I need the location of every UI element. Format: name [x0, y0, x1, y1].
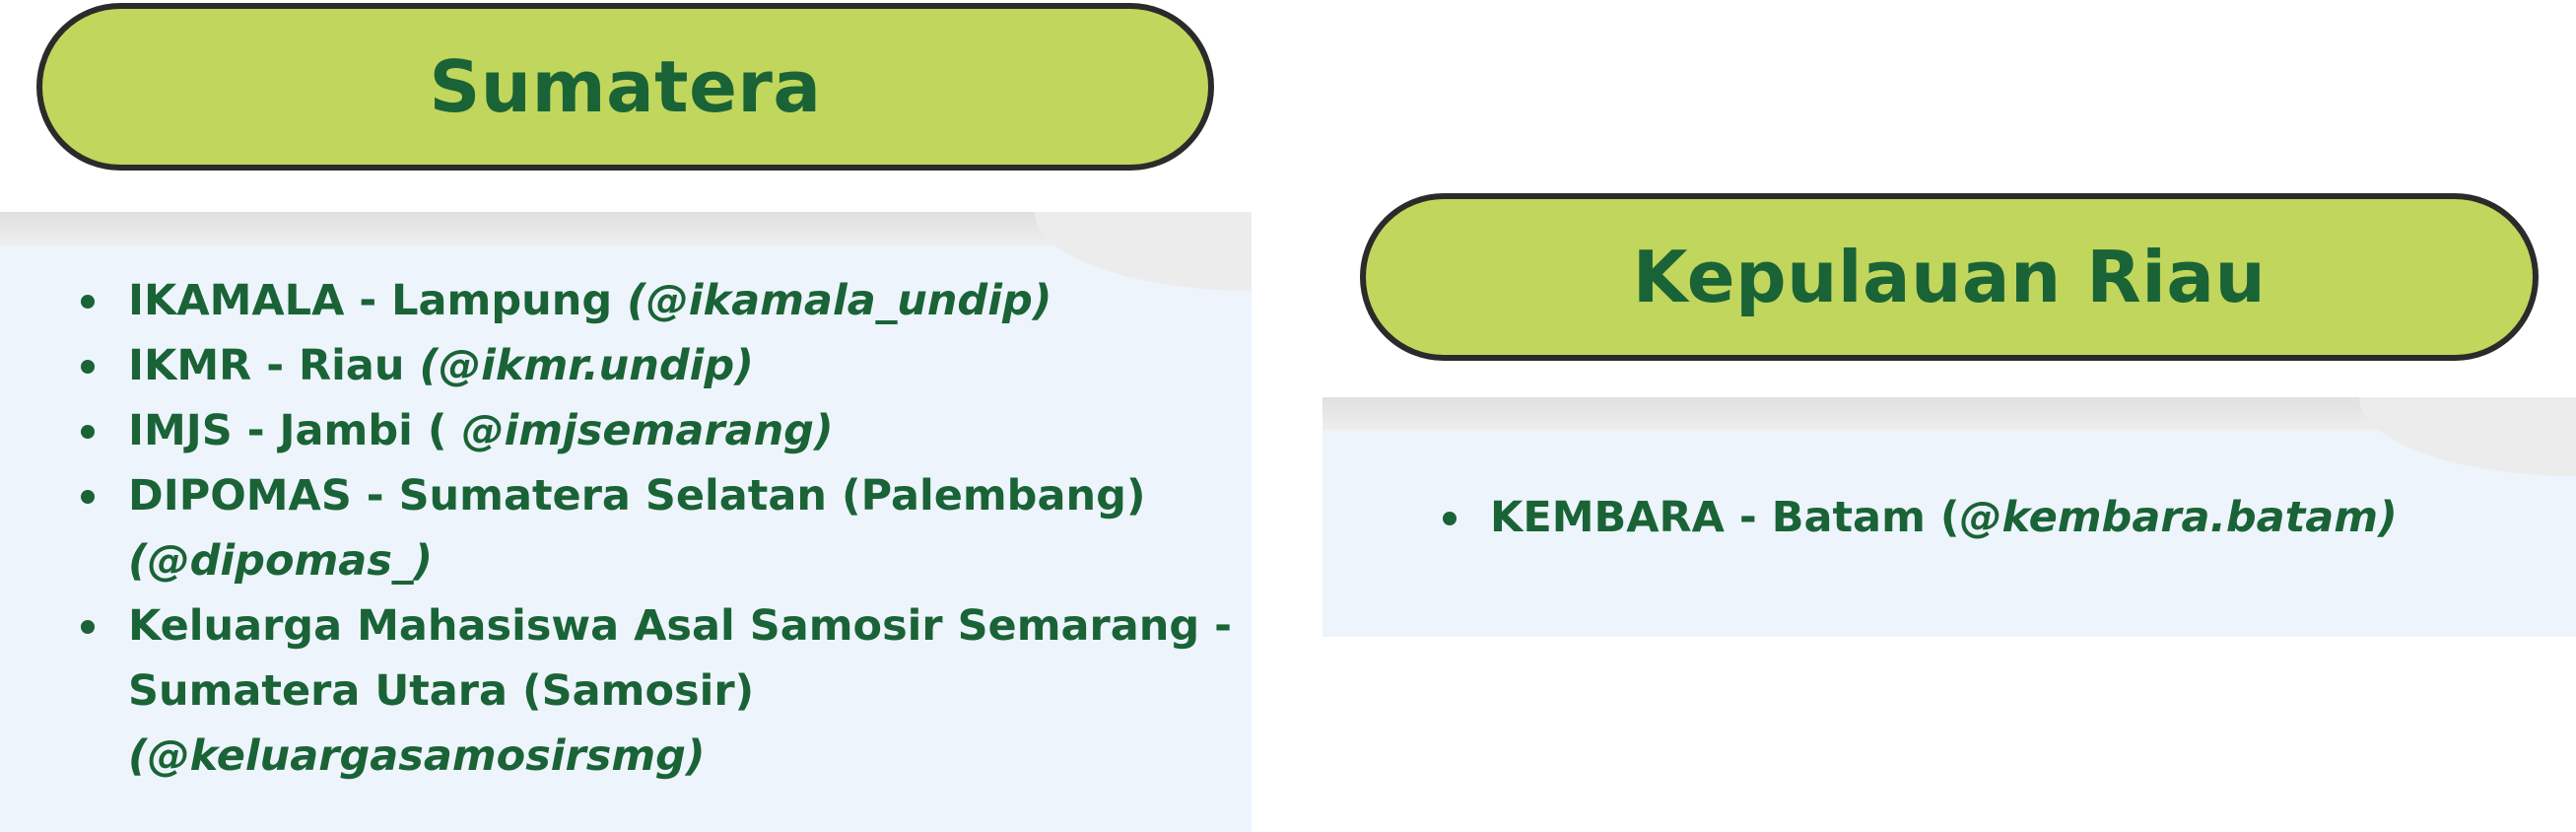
org-name: DIPOMAS - Sumatera Selatan (Palembang) — [128, 471, 1146, 520]
region-title: Kepulauan Riau — [1632, 236, 2267, 318]
instagram-handle: (@ikamala_undip) — [627, 276, 1052, 325]
instagram-handle: @imjsemarang) — [461, 406, 834, 455]
instagram-handle: (@keluargasamosirsmg) — [128, 731, 706, 781]
list-item: IMJS - Jambi ( @imjsemarang) — [81, 398, 1254, 463]
org-name: IMJS - Jambi ( — [128, 406, 462, 455]
region-card-kepulauan-riau — [1322, 397, 2576, 637]
organization-list-kepulauan-riau: KEMBARA - Batam (@kembara.batam) — [1443, 485, 2546, 550]
region-title: Sumatera — [429, 45, 822, 128]
organization-list-sumatera: IKAMALA - Lampung (@ikamala_undip) IKMR … — [81, 268, 1254, 789]
list-item: Keluarga Mahasiswa Asal Samosir Semarang… — [81, 593, 1254, 789]
instagram-handle: (@ikmr.undip) — [419, 341, 754, 390]
instagram-handle: (@dipomas_) — [128, 536, 434, 586]
instagram-handle: @kembara.batam) — [1959, 493, 2398, 542]
region-header-kepulauan-riau: Kepulauan Riau — [1360, 193, 2539, 361]
list-item: IKMR - Riau (@ikmr.undip) — [81, 333, 1254, 398]
list-item: DIPOMAS - Sumatera Selatan (Palembang) (… — [81, 463, 1254, 593]
org-name: Keluarga Mahasiswa Asal Samosir Semarang… — [128, 601, 1232, 716]
region-card-sumatera — [0, 212, 1252, 832]
org-name: KEMBARA - Batam ( — [1490, 493, 1960, 542]
list-item: IKAMALA - Lampung (@ikamala_undip) — [81, 268, 1254, 333]
org-name: IKAMALA - Lampung — [128, 276, 628, 325]
card-body — [1322, 431, 2576, 637]
list-item: KEMBARA - Batam (@kembara.batam) — [1443, 485, 2546, 550]
region-header-sumatera: Sumatera — [36, 3, 1214, 171]
org-name: IKMR - Riau — [128, 341, 420, 390]
card-body — [0, 245, 1252, 832]
